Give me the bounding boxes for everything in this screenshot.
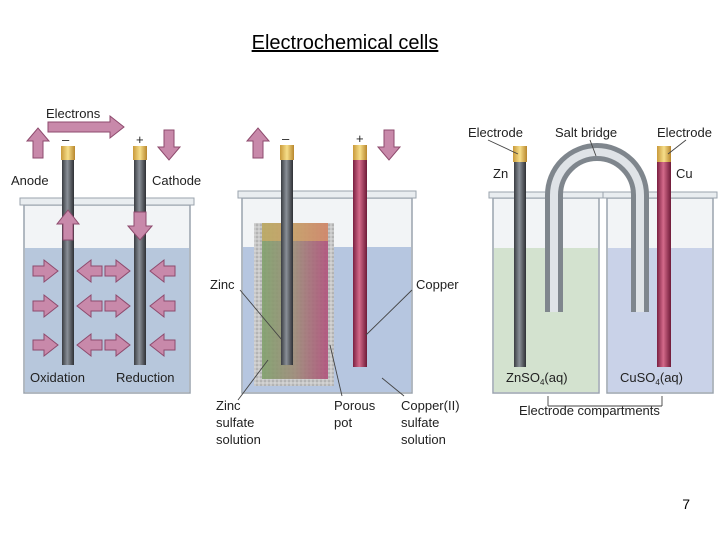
anode-solution-up-arrow [55,209,81,241]
ion-arrow [104,293,131,319]
ion-arrow [149,332,176,358]
minus-sign-a: – [62,132,70,147]
cuso4-label: CuSO4(aq) [620,370,683,387]
minus-sign-b: – [282,131,290,146]
ion-arrow [32,332,59,358]
cu-label: Cu [676,166,693,181]
anode-up-arrow [25,127,51,159]
zinc-cap [280,145,294,160]
znso4-label: ZnSO4(aq) [506,370,568,387]
electrode-right-label: Electrode [657,125,712,140]
copper-down-arrow [376,129,402,161]
porous-pot-solution [262,223,328,379]
zn-electrode-rod [514,162,526,367]
panel-b-porous-pot-cell: – + Zinc Copper Zinc sulfate solution Po… [210,127,463,447]
beaker-b-rim [237,190,417,199]
ion-arrow [104,332,131,358]
copper-cap [353,145,367,160]
anode-label: Anode [11,173,49,188]
ion-arrow [76,258,103,284]
ion-arrow [76,293,103,319]
porous-pot-label: Porous pot [334,398,379,430]
ion-arrow [149,258,176,284]
ion-arrow [32,293,59,319]
cathode-cap [133,146,147,160]
electrode-left-label: Electrode [468,125,523,140]
zn-electrode-cap [513,146,527,162]
beaker-a-rim [19,197,195,206]
zinc-label: Zinc [210,277,235,292]
zinc-rod [281,160,293,365]
electrons-label: Electrons [46,106,101,121]
copper-rod [353,160,367,367]
ion-arrow [32,258,59,284]
electron-flow-arrow [47,114,125,140]
anode-cap [61,146,75,160]
zn-label: Zn [493,166,508,181]
copper-label: Copper [416,277,459,292]
cu-electrode-rod [657,162,671,367]
electrode-compartments-label: Electrode compartments [519,403,660,418]
zinc-up-arrow [245,127,271,159]
zinc-solution-label: Zinc sulfate solution [216,398,261,447]
oxidation-label: Oxidation [30,370,85,385]
plus-sign-b: + [356,131,364,146]
salt-bridge-label: Salt bridge [555,125,617,140]
anode-rod [62,160,74,365]
leader-lines-b [237,289,413,401]
leader-lines-c [487,139,687,407]
slide-title: Electrochemical cells [251,32,439,54]
cathode-solution-down-arrow [126,211,154,241]
ion-arrow [76,332,103,358]
ion-arrow [149,293,176,319]
panel-c-salt-bridge-cell: Electrode Salt bridge Electrode Zn Cu Zn… [468,125,718,418]
salt-bridge-tube-highlight [550,148,644,312]
cathode-label: Cathode [152,173,201,188]
cathode-down-arrow [156,129,182,161]
ion-arrow [104,258,131,284]
copper-solution-label: Copper(II) sulfate solution [401,398,463,447]
panel-a-half-reactions: Electrons – + Anode Cathode [11,106,201,394]
ion-arrows [32,258,176,358]
cu-electrode-cap [657,146,671,162]
porous-pot-top-band [262,223,328,241]
page-number: 7 [682,496,690,512]
plus-sign-a: + [136,132,144,147]
reduction-label: Reduction [116,370,175,385]
cathode-rod [134,160,146,365]
